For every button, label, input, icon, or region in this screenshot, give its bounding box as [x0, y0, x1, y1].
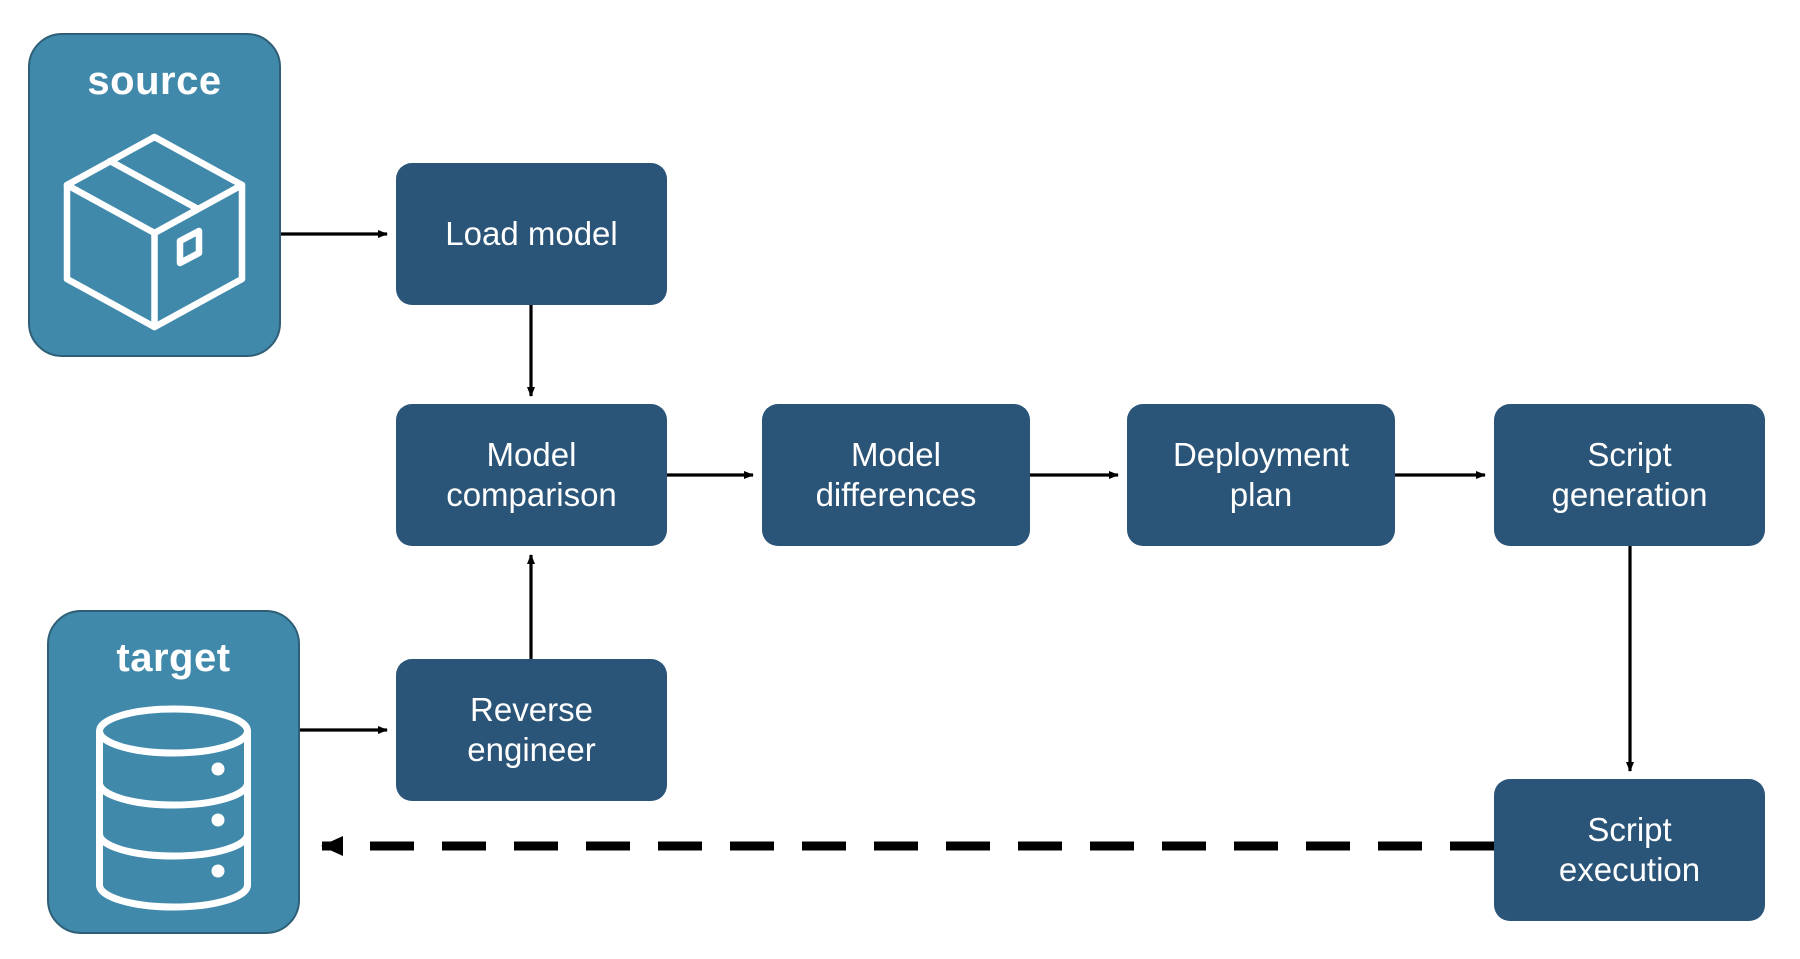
node-model-differences[interactable]: Model differences [762, 404, 1030, 546]
node-load-model[interactable]: Load model [396, 163, 667, 305]
target-label: target [116, 636, 231, 680]
node-source[interactable]: source [28, 33, 281, 357]
node-target[interactable]: target [47, 610, 300, 934]
package-box-icon [30, 107, 279, 355]
node-deployment-plan[interactable]: Deployment plan [1127, 404, 1395, 546]
database-cylinder-icon [49, 684, 298, 932]
node-model-comparison[interactable]: Model comparison [396, 404, 667, 546]
node-script-generation[interactable]: Script generation [1494, 404, 1765, 546]
source-label: source [87, 59, 222, 103]
node-reverse-engineer[interactable]: Reverse engineer [396, 659, 667, 801]
node-script-execution[interactable]: Script execution [1494, 779, 1765, 921]
